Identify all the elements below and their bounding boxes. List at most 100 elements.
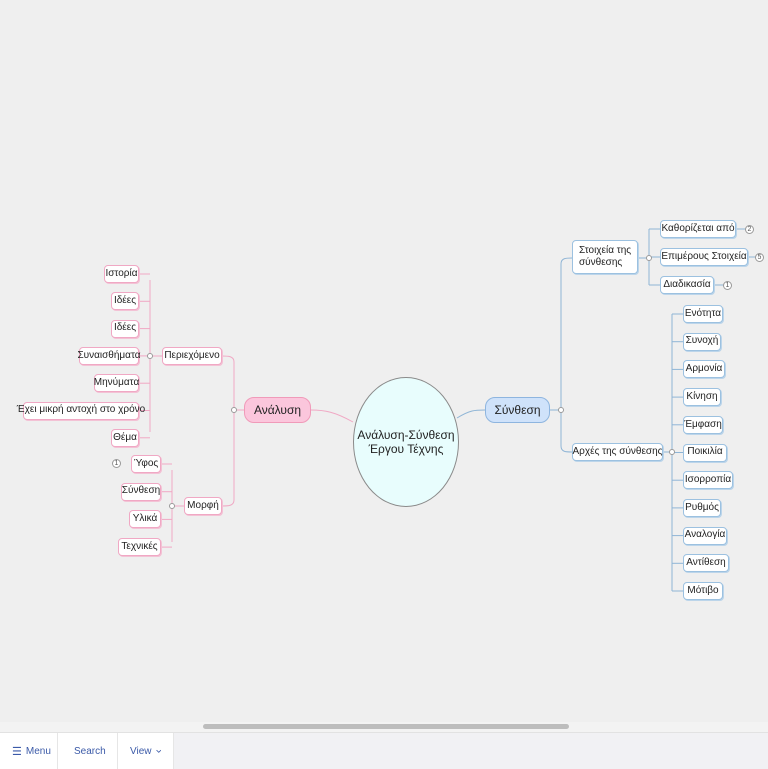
periexomeno-item[interactable]: Ιδέες <box>111 319 139 338</box>
arxes-item[interactable]: Αρμονία <box>683 360 725 379</box>
central-topic[interactable]: Ανάλυση-Σύνθεση Έργου Τέχνης <box>353 377 459 507</box>
link-synthesi-arxes <box>560 410 573 453</box>
collapsed-count-badge[interactable]: 2 <box>745 224 754 234</box>
view-button[interactable]: View <box>118 733 174 769</box>
collapsed-count-badge-yfos[interactable]: 1 <box>112 459 121 468</box>
collapse-toggle-analysi[interactable] <box>231 407 237 413</box>
toolbar-empty-area <box>174 733 768 769</box>
badge-count: 2 <box>747 225 752 233</box>
periexomeno-item[interactable]: Συναισθήματα <box>77 346 141 365</box>
stoixeia-item[interactable]: Καθορίζεται από <box>660 220 736 238</box>
arxes-item[interactable]: Ενότητα <box>683 305 723 323</box>
stoixeia-item-label: Καθορίζεται από <box>661 222 735 234</box>
arxes-child-links <box>672 313 683 592</box>
central-topic-line2: Έργου Τέχνης <box>368 442 444 456</box>
topic-synthesi[interactable]: Σύνθεση <box>485 397 550 423</box>
chevron-down-icon <box>155 749 161 753</box>
morfi-item-label: Υλικά <box>132 513 158 525</box>
topic-analysi[interactable]: Ανάλυση <box>244 397 311 423</box>
arxes-item[interactable]: Αντίθεση <box>683 554 729 573</box>
collapsed-count-badge[interactable]: 1 <box>723 280 732 290</box>
mind-map-canvas[interactable]: Ανάλυση-Σύνθεση Έργου Τέχνης Ανάλυση Περ… <box>0 0 768 722</box>
arxes-item-label: Ρυθμός <box>685 501 719 513</box>
collapse-toggle-arxes[interactable] <box>669 449 675 455</box>
link-synthesi-stoixeia <box>550 257 573 411</box>
collapsed-count-badge[interactable]: 5 <box>755 252 764 262</box>
link-center-synthesi <box>456 409 486 419</box>
arxes-item-label: Αντίθεση <box>686 557 726 569</box>
topic-morfi[interactable]: Μορφή <box>184 497 222 515</box>
collapse-toggle-stoixeia[interactable] <box>646 255 652 261</box>
morfi-item-label: Τεχνικές <box>121 540 158 552</box>
badge-count: 1 <box>114 460 119 467</box>
hamburger-icon: ☰ <box>12 745 22 758</box>
arxes-item[interactable]: Μότιβο <box>683 582 723 600</box>
morfi-item[interactable]: Σύνθεση <box>121 482 161 501</box>
search-button-label: Search <box>74 745 106 757</box>
topic-stoixeia-line1: Στοιχεία της <box>579 244 632 256</box>
arxes-item[interactable]: Συνοχή <box>683 332 721 351</box>
link-analysi-morfi <box>221 410 235 507</box>
scrollbar-thumb[interactable] <box>203 724 569 729</box>
collapse-toggle-periexomeno[interactable] <box>147 353 153 359</box>
periexomeno-item-label: Συναισθήματα <box>77 349 141 361</box>
periexomeno-item-label: Θέμα <box>113 431 137 443</box>
morfi-item-label: Σύνθεση <box>121 485 161 497</box>
link-analysi-periexomeno <box>221 355 244 411</box>
arxes-item-label: Ισορροπία <box>684 473 732 485</box>
stoixeia-item[interactable]: Επιμέρους Στοιχεία <box>660 248 748 266</box>
stoixeia-child-links <box>649 228 755 286</box>
view-button-label: View <box>130 745 152 757</box>
arxes-item[interactable]: Ρυθμός <box>683 498 721 517</box>
periexomeno-item[interactable]: Θέμα <box>111 428 139 447</box>
topic-arxes[interactable]: Αρχές της σύνθεσης <box>572 443 663 461</box>
arxes-item-label: Αρμονία <box>685 363 723 375</box>
periexomeno-item-label: Ιδέες <box>113 322 137 334</box>
collapse-toggle-synthesi[interactable] <box>558 407 564 413</box>
topic-stoixeia[interactable]: Στοιχεία της σύνθεσης <box>572 240 638 274</box>
menu-button-label: Menu <box>25 745 51 757</box>
topic-arxes-label: Αρχές της σύνθεσης <box>572 445 663 457</box>
periexomeno-item[interactable]: Ιστορία <box>104 265 139 283</box>
topic-periexomeno[interactable]: Περιεχόμενο <box>162 347 222 365</box>
arxes-item-label: Μότιβο <box>687 584 719 596</box>
periexomeno-item-label: Ιδέες <box>113 295 137 307</box>
morfi-item-label: Ύφος <box>133 457 159 469</box>
periexomeno-item-label: Μηνύματα <box>93 376 140 388</box>
arxes-item-label: Έμφαση <box>684 418 722 430</box>
arxes-item[interactable]: Έμφαση <box>683 415 723 434</box>
horizontal-scrollbar[interactable] <box>0 722 768 732</box>
morfi-item[interactable]: Τεχνικές <box>118 538 161 557</box>
topic-synthesi-label: Σύνθεση <box>494 402 541 417</box>
bottom-toolbar: ☰ Menu Search View <box>0 732 768 769</box>
arxes-item-label: Κίνηση <box>686 390 718 402</box>
morfi-child-links <box>161 463 172 548</box>
stoixeia-item[interactable]: Διαδικασία <box>660 276 714 294</box>
periexomeno-item[interactable]: Μηνύματα <box>93 374 140 393</box>
topic-morfi-label: Μορφή <box>187 499 219 511</box>
badge-count: 1 <box>725 281 730 289</box>
arxes-item-label: Ποικιλία <box>687 446 723 458</box>
collapse-toggle-morfi[interactable] <box>169 503 175 509</box>
stoixeia-item-label: Επιμέρους Στοιχεία <box>661 250 747 262</box>
topic-stoixeia-line2: σύνθεσης <box>579 257 623 268</box>
topic-analysi-label: Ανάλυση <box>253 402 302 417</box>
arxes-item-label: Αναλογία <box>684 529 726 541</box>
stoixeia-item-label: Διαδικασία <box>663 278 711 290</box>
arxes-item[interactable]: Αναλογία <box>683 526 727 545</box>
morfi-item[interactable]: Υλικά <box>129 510 161 529</box>
arxes-item-label: Ενότητα <box>684 307 722 319</box>
arxes-item[interactable]: Ισορροπία <box>683 471 733 490</box>
arxes-item[interactable]: Κίνηση <box>683 388 721 407</box>
topic-periexomeno-label: Περιεχόμενο <box>164 349 220 361</box>
periexomeno-item[interactable]: Έχει μικρή αντοχή στο χρόνο <box>17 401 145 420</box>
periexomeno-item[interactable]: Ιδέες <box>111 292 139 311</box>
link-center-analysi <box>310 409 354 423</box>
badge-count: 5 <box>757 253 762 261</box>
menu-button[interactable]: ☰ Menu <box>0 733 58 769</box>
morfi-item[interactable]: Ύφος <box>131 455 161 473</box>
central-topic-line1: Ανάλυση-Σύνθεση <box>357 428 455 442</box>
search-button[interactable]: Search <box>58 733 118 769</box>
periexomeno-item-label: Έχει μικρή αντοχή στο χρόνο <box>16 404 146 416</box>
arxes-item[interactable]: Ποικιλία <box>683 443 727 462</box>
